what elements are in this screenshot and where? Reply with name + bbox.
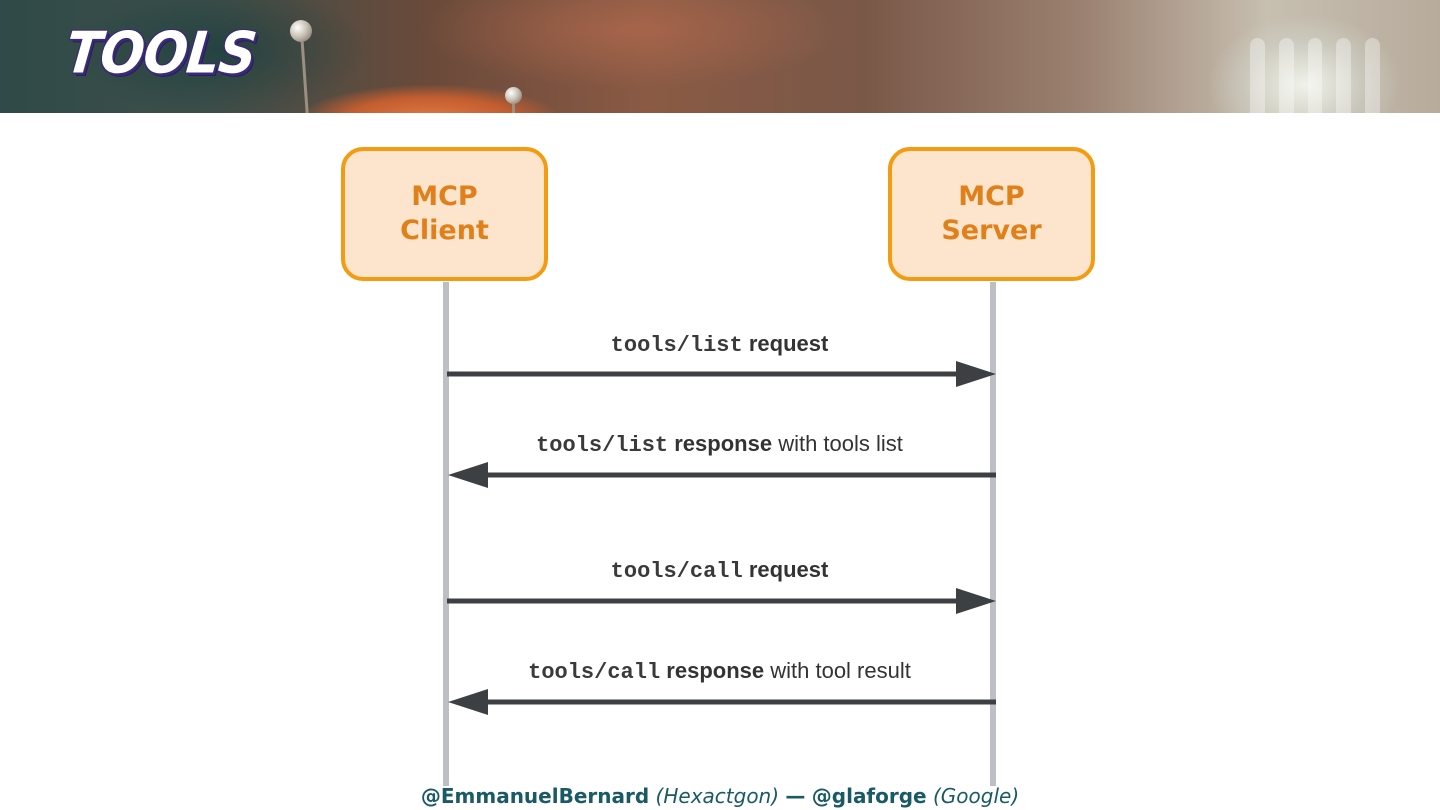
message-label-tools-call-request: tools/call request xyxy=(446,557,993,584)
message-kind: request xyxy=(748,331,829,356)
message-label-tools-list-request: tools/list request xyxy=(446,331,993,358)
author-org-2: (Google) xyxy=(932,784,1020,808)
server-label-line1: MCP xyxy=(958,181,1025,212)
mcp-server-box: MCP Server xyxy=(888,147,1095,281)
client-lifeline xyxy=(443,282,449,786)
author-org-1: (Hexactgon) xyxy=(655,784,780,808)
arrow-tools-list-request xyxy=(447,361,996,387)
footer-credits: @EmmanuelBernard (Hexactgon) — @glaforge… xyxy=(0,784,1440,808)
author-handle-1: @EmmanuelBernard xyxy=(420,784,650,808)
mcp-client-box: MCP Client xyxy=(341,147,548,281)
arrow-tools-call-response xyxy=(448,689,996,715)
author-handle-2: @glaforge xyxy=(811,784,927,808)
arrow-tools-list-response xyxy=(448,462,996,488)
message-kind: response xyxy=(666,658,765,683)
footer-separator: — xyxy=(785,784,806,808)
message-method: tools/call xyxy=(528,660,661,685)
arrow-tools-call-request xyxy=(447,588,996,614)
message-label-tools-call-response: tools/call response with tool result xyxy=(446,658,993,685)
message-kind: request xyxy=(748,557,829,582)
message-method: tools/list xyxy=(610,333,743,358)
message-kind: response xyxy=(674,431,773,456)
antenna-bulb-left xyxy=(290,20,312,42)
server-label-line2: Server xyxy=(941,215,1042,246)
message-method: tools/list xyxy=(536,433,669,458)
message-detail: with tools list xyxy=(778,431,903,456)
message-method: tools/call xyxy=(610,559,743,584)
antenna-bulb-right xyxy=(505,87,522,104)
client-label-line1: MCP xyxy=(411,181,478,212)
header-banner: TOOLS xyxy=(0,0,1440,113)
client-label-line2: Client xyxy=(400,215,489,246)
window-bars xyxy=(1250,38,1380,113)
antenna-right xyxy=(512,96,515,113)
server-lifeline xyxy=(990,282,996,786)
banner-shade xyxy=(70,0,370,113)
message-detail: with tool result xyxy=(770,658,911,683)
message-label-tools-list-response: tools/list response with tools list xyxy=(446,431,993,458)
